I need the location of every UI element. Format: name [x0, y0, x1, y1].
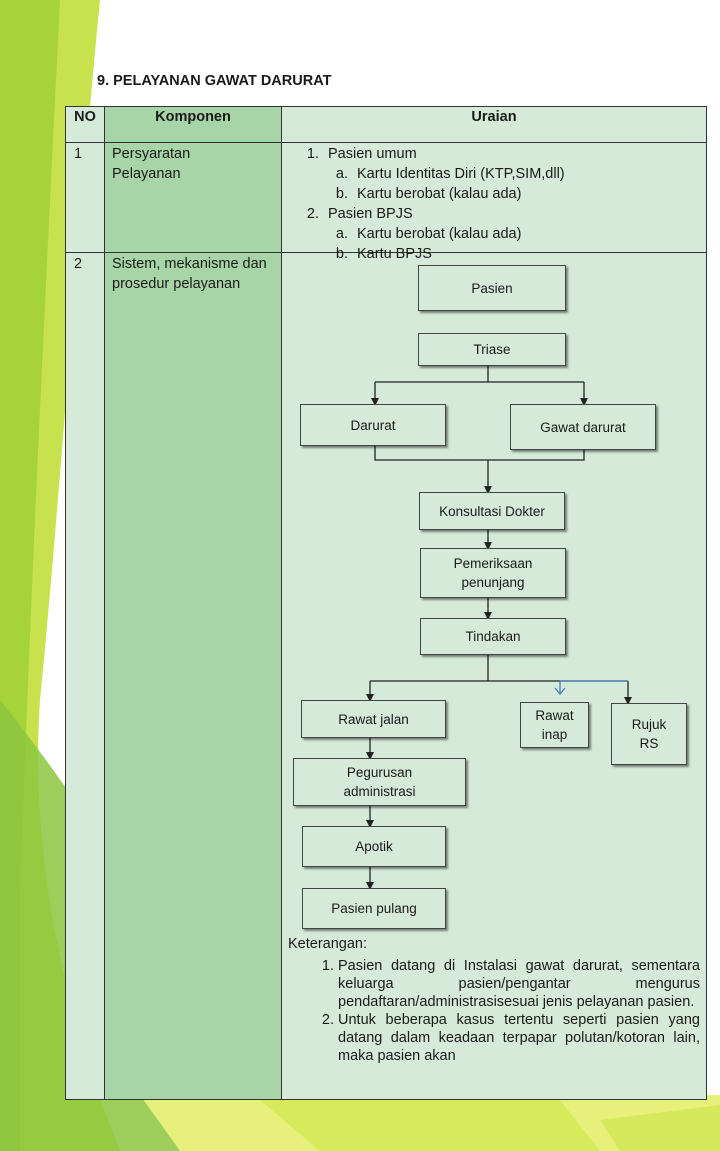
- row-divider: [66, 252, 706, 253]
- flow-box-rawat-jalan: Rawat jalan: [301, 700, 446, 738]
- keterangan-section: Keterangan: Pasien datang di Instalasi g…: [288, 935, 700, 1065]
- flow-box-apotik: Apotik: [302, 826, 446, 867]
- row1-komponen: Persyaratan Pelayanan: [112, 146, 191, 182]
- list-item: Untuk beberapa kasus tertentu seperti pa…: [338, 1011, 700, 1065]
- list-item: Pasien umum Kartu Identitas Diri (KTP,SI…: [323, 144, 702, 204]
- row2-no: 2: [74, 256, 83, 272]
- row1-no: 1: [74, 146, 83, 162]
- row2-komponen: Sistem, mekanisme dan prosedur pelayanan: [112, 256, 267, 292]
- flow-box-rujuk-rs: Rujuk RS: [611, 703, 687, 765]
- row1-uraian: Pasien umum Kartu Identitas Diri (KTP,SI…: [282, 144, 702, 264]
- flow-box-pasien-pulang: Pasien pulang: [302, 888, 446, 929]
- requirement-label: Pasien umum: [328, 146, 417, 162]
- header-no: NO: [74, 109, 96, 125]
- section-title: 9. PELAYANAN GAWAT DARURAT: [97, 73, 332, 89]
- requirement-label: Pasien BPJS: [328, 206, 413, 222]
- flow-box-pemeriksaan: Pemeriksaan penunjang: [420, 548, 566, 598]
- column-divider: [281, 107, 282, 1099]
- list-item: Pasien BPJS Kartu berobat (kalau ada) Ka…: [323, 204, 702, 264]
- flow-box-rawat-inap: Rawat inap: [520, 702, 589, 748]
- service-table: NO Komponen Uraian 1 Persyaratan Pelayan…: [65, 106, 707, 1100]
- header-komponen: Komponen: [155, 109, 231, 125]
- list-item: Kartu berobat (kalau ada): [352, 224, 702, 244]
- keterangan-label: Keterangan:: [288, 936, 368, 952]
- flow-box-gawat-darurat: Gawat darurat: [510, 404, 656, 450]
- flow-box-darurat: Darurat: [300, 404, 446, 446]
- list-item: Kartu BPJS: [352, 244, 702, 264]
- flow-box-pasien: Pasien: [418, 265, 566, 311]
- flow-box-pegurusan: Pegurusan administrasi: [293, 758, 466, 806]
- row-divider: [66, 142, 706, 143]
- list-item: Kartu berobat (kalau ada): [352, 184, 702, 204]
- flow-box-konsultasi: Konsultasi Dokter: [419, 492, 565, 530]
- flow-box-tindakan: Tindakan: [420, 618, 566, 655]
- komponen-column-fill: [105, 107, 281, 1099]
- list-item: Kartu Identitas Diri (KTP,SIM,dll): [352, 164, 702, 184]
- flow-box-triase: Triase: [418, 333, 566, 366]
- list-item: Pasien datang di Instalasi gawat darurat…: [338, 957, 700, 1011]
- column-divider: [104, 107, 105, 1099]
- header-uraian: Uraian: [471, 109, 517, 125]
